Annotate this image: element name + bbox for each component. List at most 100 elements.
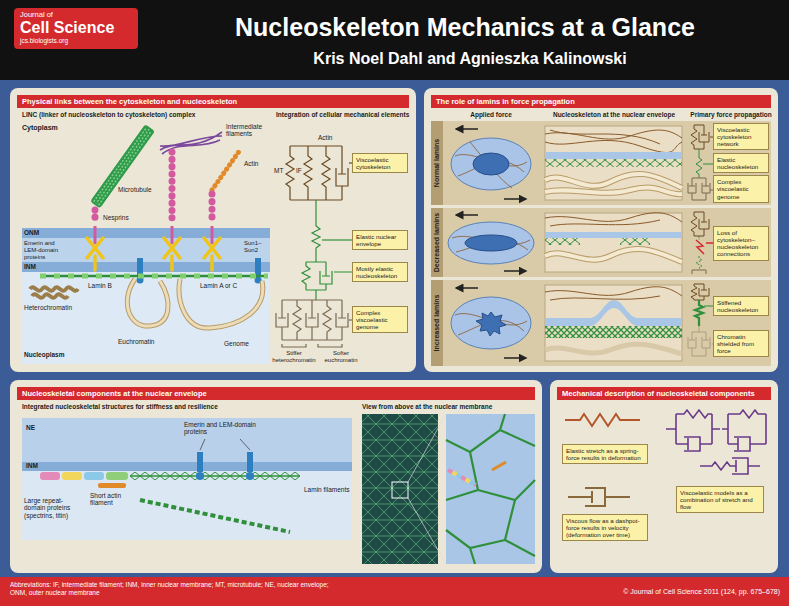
lamin-bands <box>431 121 771 366</box>
linc-complex-drawing <box>22 272 270 364</box>
mechanical-schematic <box>312 200 320 262</box>
leader-line <box>200 439 250 450</box>
box-text: Journal of <box>20 11 132 19</box>
force-schematics <box>695 300 703 326</box>
envelope-close-ups <box>545 152 682 159</box>
mechanical-symbols <box>565 414 640 426</box>
chromatin <box>127 279 168 326</box>
mechanical-schematic <box>282 344 342 347</box>
mechanical-schematic <box>286 146 352 200</box>
lamin-bands <box>431 208 771 277</box>
box-text: Viscoelastic cytoskeleton <box>356 156 404 170</box>
emerin <box>197 452 203 472</box>
annotation-label: Nucleoplasm <box>24 351 84 358</box>
row-label: Normal lamins <box>431 121 443 205</box>
mechanical-schematic <box>320 262 332 290</box>
force-schematics <box>696 240 713 254</box>
force-schematics <box>691 125 713 300</box>
box-text: jcs.biologists.org <box>20 37 132 45</box>
annotation-label: Stiffer heterochromatin <box>270 350 318 364</box>
annotation-label: NE <box>26 424 46 431</box>
mechanical-schematic <box>276 146 352 347</box>
envelope-close-ups <box>545 249 682 262</box>
envelope-cross-section <box>22 418 352 462</box>
annotation-label: INM <box>26 462 50 469</box>
emerin <box>247 452 253 472</box>
label-box: Mostly elastic nucleoskeleton <box>352 262 408 282</box>
chromatin <box>127 279 168 326</box>
envelope-close-ups <box>545 344 682 354</box>
spectrin-repeats <box>62 472 82 480</box>
annotation-label: Softer euchromatin <box>318 350 364 364</box>
annotation-label: Emerin and LEM-domain proteins <box>184 421 270 436</box>
journal-logo: Journal ofCell Sciencejcs.biologists.org <box>14 8 138 49</box>
spectrin-repeats <box>40 472 128 480</box>
panel-ground <box>10 88 416 372</box>
footer-band <box>0 577 789 606</box>
cell-drawings <box>456 214 478 216</box>
envelope-close-ups <box>545 174 682 194</box>
lamin-bands <box>431 208 443 277</box>
sun-proteins <box>164 238 180 270</box>
lamin-bands <box>431 121 443 205</box>
annotation-label: INM <box>24 263 54 270</box>
annotation-label: Actin <box>318 134 344 141</box>
nesprins <box>95 226 212 244</box>
force-schematics <box>688 178 713 274</box>
lamin-bands <box>431 280 443 366</box>
lamin-filament <box>130 475 300 477</box>
top-view <box>362 414 535 564</box>
panel-ground <box>10 380 542 573</box>
mechanical-symbols <box>568 488 630 506</box>
cell-drawings <box>504 357 526 359</box>
emerin <box>137 258 262 284</box>
annotation-label: Kris Noel Dahl and Agnieszka Kalinowski <box>170 50 770 68</box>
top-view <box>448 470 476 485</box>
annotation-label: Integrated nucleoskeletal structures for… <box>22 403 352 410</box>
label-box: Loss of cytoskeleton–nucleoskeleton conn… <box>713 226 769 261</box>
annotation-label: Euchromatin <box>118 338 164 345</box>
cell-drawings <box>473 153 509 175</box>
envelope-cross-section <box>22 462 352 471</box>
force-schematics <box>688 178 713 200</box>
poster-title: Nucleoskeleton Mechanics at a Glance <box>150 12 780 42</box>
top-view <box>448 470 476 485</box>
label-box: Stiffened nucleoskeleton <box>713 296 769 316</box>
envelope-cross-section <box>22 471 352 540</box>
annotation-label: Intermediate filaments <box>226 123 272 138</box>
annotation-label: MT <box>274 167 286 174</box>
panel-ground <box>424 88 778 372</box>
short-actin <box>98 483 126 488</box>
label-box: Viscoelastic models as a combination of … <box>676 486 764 513</box>
envelope-close-ups <box>545 126 682 361</box>
box-text: Stiffened nucleoskeleton <box>717 299 765 313</box>
linc-complex-drawing <box>22 228 270 272</box>
annotation-label: Microtubule <box>118 186 162 193</box>
annotation-label: LINC (linker of nucleoskeleton to cytosk… <box>22 111 272 118</box>
panel-heading: Nucleoskeletal components at the nuclear… <box>17 387 535 400</box>
mechanical-schematic <box>290 146 342 200</box>
box-text: Complex viscoelastic genome <box>356 309 404 330</box>
sun-proteins <box>87 238 220 270</box>
cell-drawings <box>465 235 517 251</box>
force-schematics <box>691 284 709 300</box>
envelope-close-ups <box>545 232 682 238</box>
microtubule <box>99 131 152 205</box>
annotation-label: © Journal of Cell Science 2011 (124, pp.… <box>560 588 780 596</box>
force-schematics <box>688 326 710 356</box>
panel: Mechanical description of nucleoskeletal… <box>550 380 778 573</box>
annotation-label: Large repeat-domain proteins (spectrins,… <box>24 497 84 519</box>
annotation-label: Integration of cellular mechanical eleme… <box>276 111 412 118</box>
label-box: Elastic nucleoskeleton <box>713 153 769 173</box>
lamin-bands <box>431 121 771 205</box>
envelope-close-ups <box>545 213 682 226</box>
force-schematics <box>691 212 709 236</box>
top-view <box>392 482 408 498</box>
cell-drawings <box>456 128 478 130</box>
envelope-close-ups <box>545 326 682 338</box>
